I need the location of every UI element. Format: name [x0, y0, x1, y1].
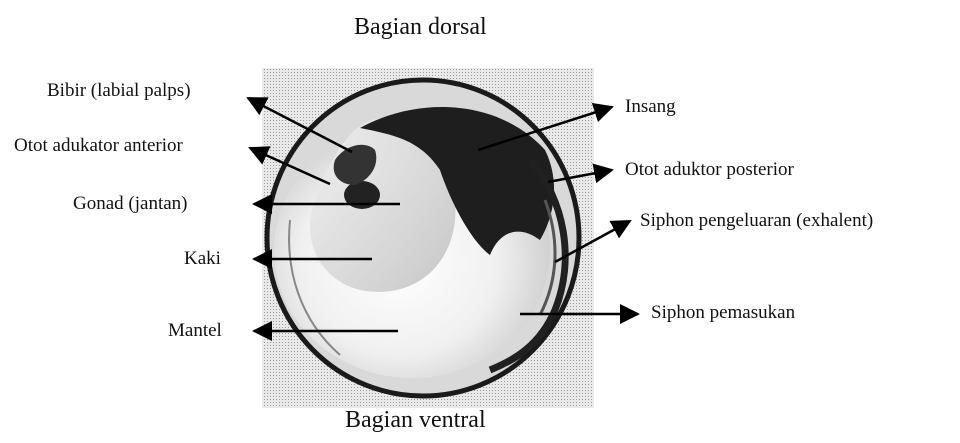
label-gonad: Gonad (jantan)	[73, 193, 187, 215]
label-labial-palps: Bibir (labial palps)	[47, 80, 191, 102]
title-dorsal: Bagian dorsal	[354, 14, 487, 41]
label-exhalent-siphon: Siphon pengeluaran (exhalent)	[640, 210, 873, 232]
label-foot: Kaki	[184, 248, 221, 270]
label-gills: Insang	[625, 96, 676, 118]
label-mantle: Mantel	[168, 320, 222, 342]
title-ventral: Bagian ventral	[345, 407, 486, 434]
label-inhalent-siphon: Siphon pemasukan	[651, 302, 795, 324]
label-posterior-adductor: Otot aduktor posterior	[625, 159, 794, 181]
label-anterior-adductor: Otot adukator anterior	[14, 135, 183, 157]
